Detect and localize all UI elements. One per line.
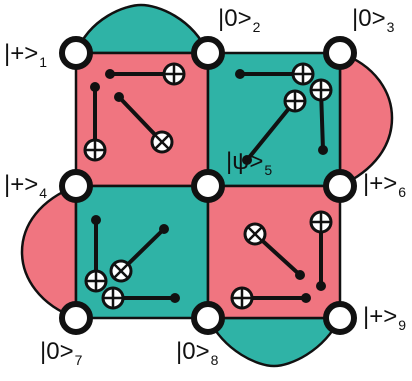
gate-tl-2-target: [83, 138, 107, 162]
gate-tr-3-target: [309, 78, 333, 102]
gate-br-2-control-dot: [316, 281, 326, 291]
qubit-label-4: |+>4: [4, 171, 48, 201]
gate-tl-3-target-x: [150, 130, 174, 154]
qubit-node-5: [191, 169, 225, 203]
qubit-label-1: |+>1: [4, 40, 48, 70]
gate-br-2-target: [309, 210, 333, 234]
qubit-label-9: |+>9: [363, 303, 407, 333]
qubit-node-7: [59, 301, 93, 335]
qubit-label-8: |0>8: [176, 338, 219, 368]
gate-br-1-target-x: [243, 222, 267, 246]
gate-br-3-target: [230, 286, 254, 310]
gate-tl-1-target: [162, 62, 186, 86]
gate-tr-1-target: [291, 62, 315, 86]
gate-br-3-control-dot: [301, 293, 311, 303]
qubit-node-1: [59, 36, 93, 70]
gate-tl-1-control-dot: [105, 69, 115, 79]
top-boundary-teal: [74, 3, 210, 55]
gate-bl-1-target: [84, 269, 108, 293]
qubit-node-3: [323, 36, 357, 70]
qubit-label-3: |0>3: [352, 5, 395, 35]
qubit-node-6: [323, 169, 357, 203]
qubit-label-2: |0>2: [218, 5, 261, 35]
qubit-node-2: [191, 36, 225, 70]
gate-bl-1-control-dot: [91, 215, 101, 225]
qubit-label-5: |ψ>5: [226, 148, 273, 178]
gate-tr-2-target: [283, 89, 307, 113]
gate-tr-3-control-dot: [318, 145, 328, 155]
gate-bl-3-control-dot: [170, 293, 180, 303]
qubit-label-7: |0>7: [40, 338, 83, 368]
qubit-node-4: [59, 169, 93, 203]
gate-tl-3-control-dot: [114, 92, 124, 102]
left-boundary-red: [20, 184, 78, 320]
bottom-boundary-teal: [205, 316, 343, 368]
gate-bl-3-target: [101, 286, 125, 310]
gate-bl-2-target-x: [109, 259, 133, 283]
gate-tr-2-wire: [245, 99, 297, 162]
qubit-label-6: |+>6: [363, 170, 407, 200]
gate-tr-1-control-dot: [235, 69, 245, 79]
gate-bl-2-control-dot: [159, 224, 169, 234]
gate-tl-2-control-dot: [90, 82, 100, 92]
gate-tr-2-control-dot: [242, 155, 252, 165]
qubit-node-9: [323, 301, 357, 335]
qubit-node-8: [191, 301, 225, 335]
right-boundary-red: [338, 51, 394, 188]
gate-br-1-control-dot: [295, 270, 305, 280]
